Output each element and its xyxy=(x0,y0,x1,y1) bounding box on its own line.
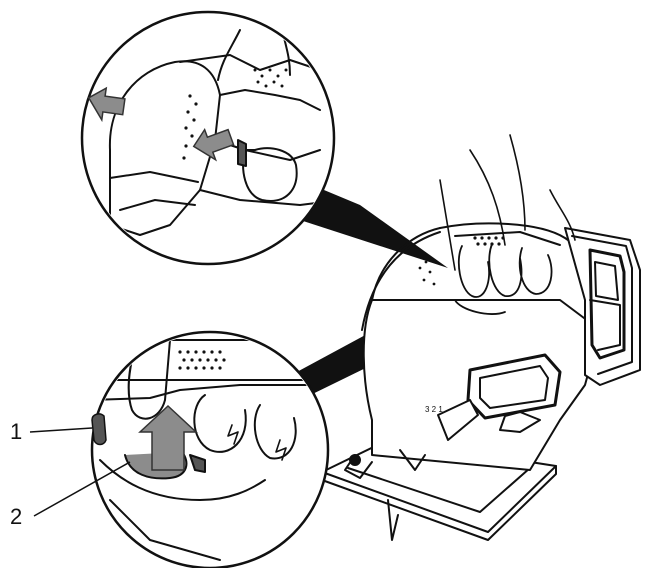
battery-pack xyxy=(564,227,641,386)
tool-body xyxy=(362,299,601,471)
pendulum-lever xyxy=(437,399,479,441)
hand-sketch xyxy=(439,134,576,271)
magnifier-top xyxy=(80,10,336,266)
leader-line-1 xyxy=(29,427,93,433)
press-arrow-icon xyxy=(87,86,126,123)
callout-label-2: 2 xyxy=(10,504,23,529)
jigsaw-tool: 3 2 1 xyxy=(321,134,641,541)
svg-text:3 2 1: 3 2 1 xyxy=(425,405,443,414)
magnifier-bottom xyxy=(90,330,330,568)
blade xyxy=(387,499,399,541)
callout-label-1: 1 xyxy=(10,419,23,444)
push-up-arrow-icon xyxy=(138,404,198,471)
press-arrow-icon xyxy=(192,127,235,162)
lock-button-part xyxy=(91,413,107,446)
handle xyxy=(439,222,601,301)
leader-line-2 xyxy=(33,461,131,517)
